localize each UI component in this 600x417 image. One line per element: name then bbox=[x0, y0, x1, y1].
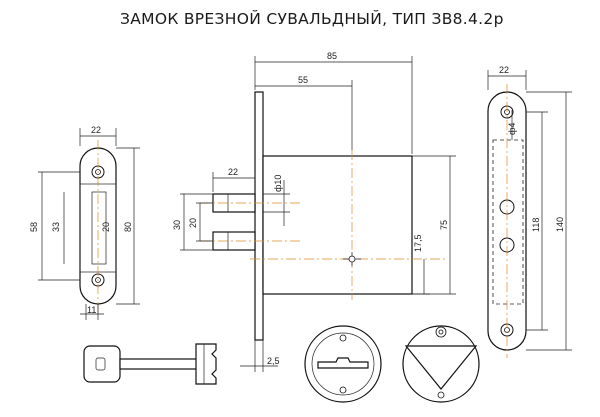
dim-faceplate-hole: ф4 bbox=[507, 123, 517, 135]
escutcheon-cover-flap bbox=[404, 345, 478, 390]
escutcheon-cover-pivot-center bbox=[438, 329, 444, 335]
dim-strike-inner-height: 58 bbox=[29, 222, 39, 232]
key-bow-hole bbox=[95, 357, 106, 371]
dim-lock-backset: 55 bbox=[298, 75, 308, 85]
escutcheon-inner bbox=[311, 332, 375, 396]
dim-bolt-spacing-inner: 20 bbox=[188, 218, 198, 228]
strike-plate-view: 22 58 33 20 80 11 bbox=[29, 125, 140, 320]
dim-strike-width: 22 bbox=[91, 125, 101, 135]
faceplate-front-view: 22 ф4 118 140 bbox=[487, 65, 572, 358]
dim-bolt-diameter: ф10 bbox=[273, 175, 283, 192]
drawing-title: ЗАМОК ВРЕЗНОЙ СУВАЛЬДНЫЙ, ТИП ЗВ8.4.2р bbox=[120, 9, 504, 28]
dim-strike-bottom: 11 bbox=[87, 305, 96, 315]
key-bow bbox=[83, 345, 121, 383]
escutcheon-keyhole bbox=[317, 357, 369, 369]
dim-faceplate-width: 22 bbox=[499, 65, 509, 75]
dim-body-height: 75 bbox=[439, 220, 449, 230]
strike-slot bbox=[91, 191, 107, 265]
dim-strike-slot-width: 20 bbox=[101, 222, 111, 232]
dim-bolt-length: 22 bbox=[228, 167, 238, 177]
dim-faceplate-thickness: 2,5 bbox=[267, 356, 280, 366]
key-drawing bbox=[83, 343, 217, 385]
faceplate-hidden-outline bbox=[492, 139, 524, 305]
escutcheon-top-screw bbox=[339, 334, 347, 342]
lock-faceplate-side bbox=[254, 91, 264, 341]
escutcheon-covered-view bbox=[402, 325, 480, 403]
keyhole-center bbox=[348, 255, 356, 263]
dim-strike-slot-height: 33 bbox=[51, 222, 61, 232]
dim-keyhole-offset: 17,5 bbox=[413, 234, 423, 252]
escutcheon-bottom-screw bbox=[339, 386, 347, 394]
escutcheon-cover-screw bbox=[437, 391, 445, 399]
key-shank bbox=[119, 358, 205, 370]
lock-body-view: 85 55 22 ф10 30 20 17,5 75 bbox=[172, 51, 456, 372]
key-bit bbox=[195, 343, 217, 385]
dim-faceplate-height: 140 bbox=[555, 217, 565, 232]
dim-strike-height: 80 bbox=[123, 222, 133, 232]
dim-faceplate-inner: 118 bbox=[531, 218, 541, 232]
dim-lock-depth: 85 bbox=[327, 51, 337, 61]
dim-bolt-spacing-outer: 30 bbox=[172, 220, 182, 230]
lock-case bbox=[262, 155, 413, 295]
escutcheon-open-view bbox=[304, 325, 382, 403]
